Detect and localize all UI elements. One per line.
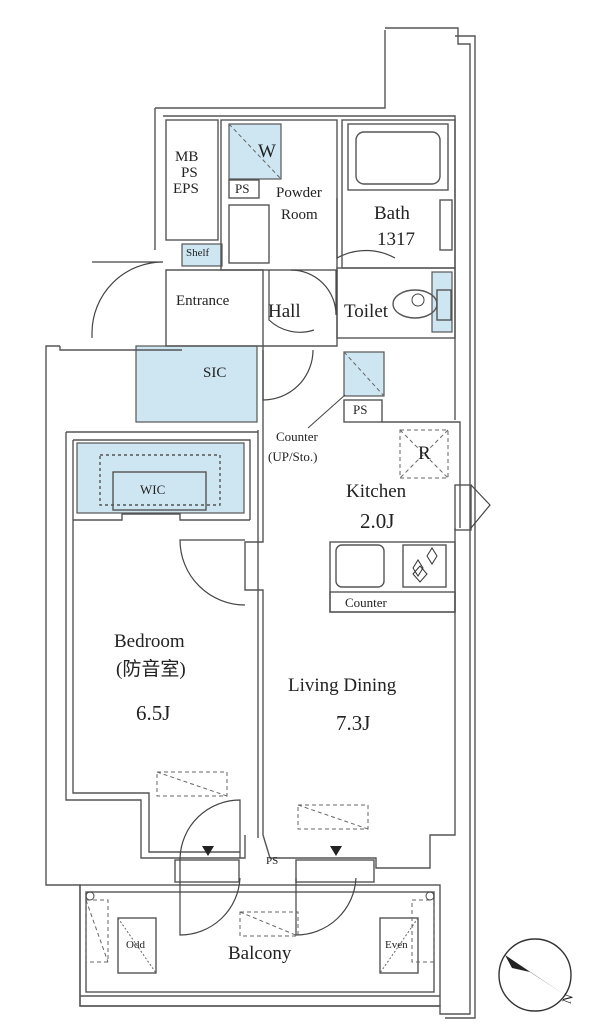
powder-room-label-line1: Powder — [276, 185, 322, 201]
ps-label-bottom: PS — [266, 855, 279, 867]
compass-icon — [498, 938, 572, 1012]
ps-label-top: PS — [235, 181, 250, 196]
living-dining-label: Living Dining — [288, 675, 397, 696]
stove-icon — [412, 547, 438, 583]
entrance-label: Entrance — [176, 293, 230, 309]
eps-label: EPS — [173, 181, 199, 197]
counter-note-line2: (UP/Sto.) — [268, 449, 318, 464]
counter-note-line1: Counter — [276, 429, 318, 444]
ps-label-mid: PS — [353, 402, 368, 417]
bedroom-door-arrow — [202, 846, 214, 856]
living-dining-size-label: 7.3J — [336, 711, 371, 735]
bedroom-note-label: (防音室) — [116, 659, 186, 680]
toilet-storage — [431, 271, 453, 333]
washer-label: W — [258, 141, 276, 162]
bedroom-label: Bedroom — [114, 631, 185, 652]
living-door-arrow — [330, 846, 342, 856]
balcony-label: Balcony — [228, 943, 292, 964]
odd-label: Odd — [126, 939, 145, 951]
kitchen-size-label: 2.0J — [360, 509, 395, 533]
mb-label: MB — [175, 149, 199, 165]
sic-label: SIC — [203, 365, 227, 381]
door-swings — [91, 198, 491, 936]
wic-label: WIC — [140, 482, 166, 497]
kitchen-label: Kitchen — [346, 481, 407, 502]
even-label: Even — [385, 939, 408, 951]
counter-label: Counter — [345, 595, 387, 610]
ps-label-mb: PS — [181, 165, 198, 181]
hall-label: Hall — [268, 301, 301, 322]
toilet-label: Toilet — [344, 301, 389, 322]
walls — [45, 27, 476, 1019]
counter-leader — [307, 394, 346, 429]
bedroom-size-label: 6.5J — [136, 701, 171, 725]
refrigerator-label: R — [418, 443, 431, 464]
wic-closet — [76, 442, 245, 514]
storage-fills — [76, 123, 453, 514]
shelf-box — [181, 243, 223, 267]
bath-size-label: 1317 — [377, 229, 415, 250]
powder-room-label-line2: Room — [281, 207, 318, 223]
shelf-label: Shelf — [186, 247, 210, 259]
room-walls — [59, 119, 472, 1007]
dashed-marks — [85, 123, 449, 974]
sic-closet — [135, 345, 258, 423]
bath-label: Bath — [374, 203, 410, 224]
